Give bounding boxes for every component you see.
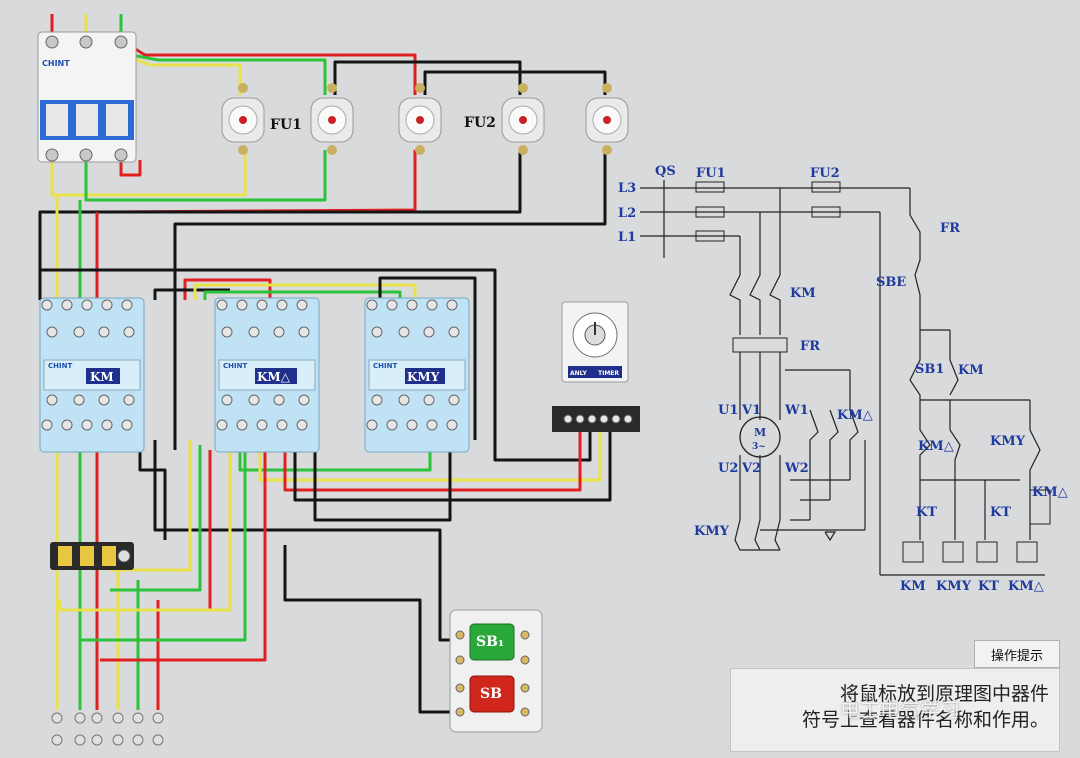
sch-w2[interactable]: W2 [784, 461, 809, 476]
sch-coil-kt-label[interactable]: KT [978, 579, 999, 594]
sch-motor-sub: 3~ [752, 442, 766, 452]
sch-coil-kmy-label[interactable]: KMY [936, 579, 972, 594]
contactor-km-delta[interactable]: CHINT KM△ [214, 297, 320, 453]
km-delta-contactor-label: KM△ [257, 370, 291, 384]
sch-l2[interactable]: L2 [618, 206, 636, 221]
sch-l1[interactable]: L1 [618, 230, 636, 245]
sch-fr-contact[interactable]: FR [940, 221, 960, 236]
fuse-3[interactable] [398, 83, 442, 155]
sch-km-delta-main[interactable]: KM△ [837, 408, 873, 423]
fuse-5[interactable] [585, 83, 629, 155]
sch-l3[interactable]: L3 [618, 181, 636, 196]
fuse-2[interactable] [310, 83, 354, 155]
sch-kt-1[interactable]: KT [916, 505, 937, 520]
tips-line-1: 将鼠标放到原理图中器件 [839, 683, 1049, 705]
sch-coil-km-label[interactable]: KM [900, 579, 926, 594]
stop-button-sb[interactable]: SB [469, 675, 515, 713]
sch-km-hold[interactable]: KM [958, 363, 984, 378]
sch-fu1[interactable]: FU1 [696, 166, 726, 181]
kmy-brand: CHINT [373, 362, 397, 370]
sch-fu2[interactable]: FU2 [810, 166, 840, 181]
sch-v2[interactable]: V2 [741, 461, 761, 476]
timer-socket[interactable] [552, 406, 640, 432]
sch-sbe[interactable]: SBE [876, 275, 906, 290]
kmy-contactor-label: KMY [407, 370, 440, 384]
start-button-sb1[interactable]: SB₁ [469, 623, 515, 661]
sb1-button-label: SB₁ [476, 634, 504, 650]
fuse-group: FU1 FU2 [221, 83, 629, 155]
tips-line-2: 符号上查看器件名称和作用。 [801, 709, 1049, 731]
circuit-breaker[interactable]: CHINT [37, 31, 137, 163]
coil-km[interactable] [902, 541, 924, 563]
sch-u2[interactable]: U2 [718, 461, 738, 476]
sch-kmy-main[interactable]: KMY [694, 524, 730, 539]
push-button-station: SB₁ SB [449, 609, 543, 733]
sch-km-main[interactable]: KM [790, 286, 816, 301]
contactor-km[interactable]: CHINT KM [39, 297, 145, 453]
watermark: 电工电气学习 [840, 698, 960, 722]
sch-w1[interactable]: W1 [784, 403, 809, 418]
operation-tips-panel: 将鼠标放到原理图中器件 符号上查看器件名称和作用。 [730, 668, 1060, 752]
fu1-label: FU1 [270, 117, 302, 133]
sch-km-delta-aux[interactable]: KM△ [918, 439, 954, 454]
fu2-label: FU2 [464, 115, 496, 131]
schematic: QS L3 L2 L1 FU1 FU2 FR KM SBE FR SB1 KM … [618, 164, 1068, 594]
coil-kmy[interactable] [942, 541, 964, 563]
sb-button-label: SB [480, 686, 502, 702]
sch-kmy-aux[interactable]: KMY [990, 434, 1026, 449]
thermal-relay[interactable] [50, 542, 134, 570]
sch-qs[interactable]: QS [655, 164, 676, 179]
breaker-brand: CHINT [42, 59, 70, 68]
km-contactor-label: KM [90, 370, 114, 384]
time-relay[interactable]: ANLY TIMER [561, 301, 629, 383]
sch-coil-km-delta-label[interactable]: KM△ [1008, 579, 1044, 594]
operation-tips-button[interactable]: 操作提示 [974, 640, 1060, 668]
sch-fr-coil[interactable]: FR [800, 339, 820, 354]
sch-u1[interactable]: U1 [718, 403, 738, 418]
timer-brand: ANLY [570, 370, 588, 377]
coil-kt[interactable] [976, 541, 998, 563]
contactor-kmy[interactable]: CHINT KMY [364, 297, 470, 453]
km-delta-brand: CHINT [223, 362, 247, 370]
sch-v1[interactable]: V1 [741, 403, 761, 418]
timer-model: TIMER [598, 370, 619, 377]
fuse-4[interactable] [501, 83, 545, 155]
sch-motor: M [754, 426, 766, 439]
motor-terminals [51, 712, 164, 746]
sch-sb1[interactable]: SB1 [915, 362, 944, 377]
km-brand: CHINT [48, 362, 72, 370]
fuse-1[interactable] [221, 83, 265, 155]
coil-km-delta[interactable] [1016, 541, 1038, 563]
sch-kt-2[interactable]: KT [990, 505, 1011, 520]
sch-km-delta-aux2[interactable]: KM△ [1032, 485, 1068, 500]
